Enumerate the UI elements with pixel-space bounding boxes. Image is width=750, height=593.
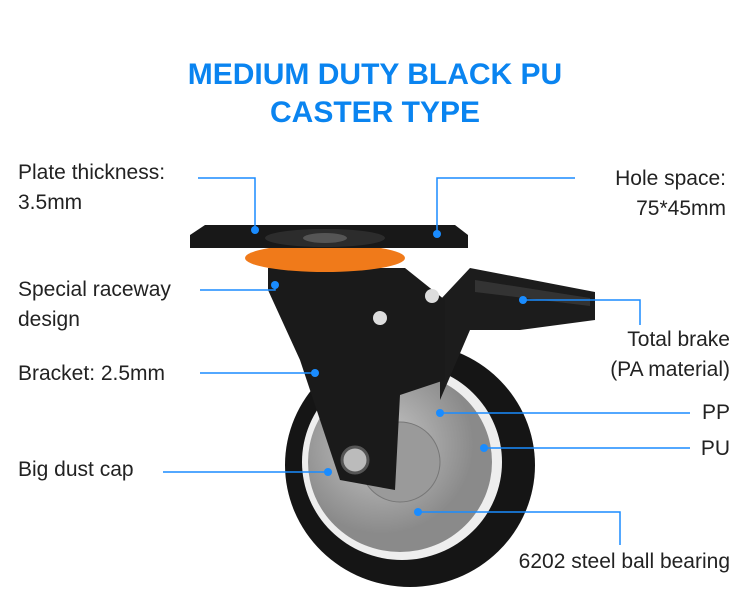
top-plate bbox=[190, 225, 468, 248]
label-line: Special raceway bbox=[18, 278, 171, 301]
title-line-1: MEDIUM DUTY BLACK PU bbox=[187, 58, 563, 91]
label-line: design bbox=[18, 308, 80, 331]
label-line: 75*45mm bbox=[636, 197, 726, 220]
label-brake: Total brake (PA material) bbox=[610, 325, 730, 385]
bracket bbox=[268, 268, 445, 490]
label-dust-cap: Big dust cap bbox=[18, 458, 134, 481]
label-line: Plate thickness: bbox=[18, 161, 166, 184]
label-line: (PA material) bbox=[610, 358, 730, 381]
title-line-2: CASTER TYPE bbox=[269, 96, 481, 129]
label-raceway: Special raceway design bbox=[18, 275, 171, 335]
label-plate-thickness: Plate thickness: 3.5mm bbox=[18, 158, 165, 218]
label-bearing: 6202 steel ball bearing bbox=[518, 550, 730, 573]
orange-raceway-ring bbox=[245, 244, 405, 272]
label-hole-space: Hole space: 75*45mm bbox=[615, 164, 726, 224]
label-pp: PP bbox=[701, 401, 730, 424]
label-line: 3.5mm bbox=[18, 191, 83, 214]
label-bracket: Bracket: 2.5mm bbox=[18, 362, 166, 385]
label-line: Total brake bbox=[627, 328, 730, 351]
label-pu: PU bbox=[700, 437, 730, 460]
callout-lines bbox=[163, 177, 690, 545]
callout-dots bbox=[251, 226, 527, 516]
label-line: Hole space: bbox=[615, 167, 726, 190]
